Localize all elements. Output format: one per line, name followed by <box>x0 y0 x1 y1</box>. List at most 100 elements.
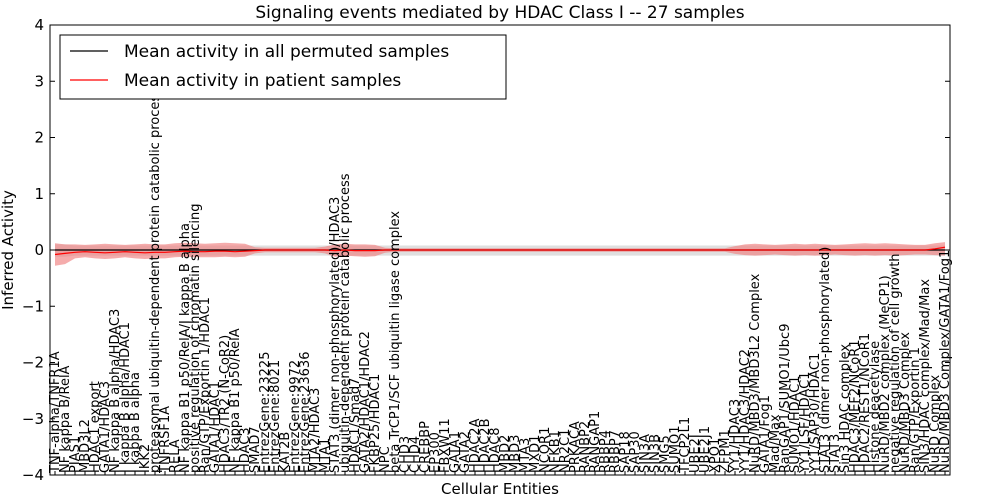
series-lines <box>54 246 946 256</box>
x-tick-label: PIAS1 <box>68 436 83 473</box>
x-tick-label: NF kappa B1 p50/RelA/I kappa B alpha <box>178 223 193 473</box>
x-tick-label: TNF-alpha/TNFR1A <box>48 351 63 474</box>
x-tick-label: STAT3 (dimer non-phosphorylated) <box>818 247 833 473</box>
legend: Mean activity in all permuted samples Me… <box>59 34 507 100</box>
x-tick-label: KAT2B <box>278 432 293 473</box>
y-axis-label: Inferred Activity <box>0 190 17 310</box>
y-tick-label: 0 <box>34 241 44 259</box>
x-tick-label: positive regulation of chromatin silenci… <box>188 203 203 473</box>
x-tick-label: MTA2/HDAC3 <box>308 388 323 473</box>
x-tick-label: NuRD/MBD3 Complex <box>898 332 913 473</box>
x-tick-label: GATA2/HDAC1/HDAC2 <box>358 331 373 473</box>
x-tick-label: SMG5 <box>658 435 673 473</box>
x-tick-label: UBE2J1 <box>698 426 713 473</box>
x-tick-label: PRKACA <box>568 421 583 473</box>
x-tick-label: EntrezGene:8021 <box>268 360 283 473</box>
line-patient <box>54 246 946 256</box>
x-tick-label: YY1/SAP30/HDAC1 <box>808 353 823 474</box>
x-tick-label: Histone deacetylase <box>868 341 883 473</box>
x-tick-label: MBD3L2 <box>78 419 93 473</box>
legend-box <box>59 34 507 100</box>
x-tick-label: HDAC2B <box>478 419 493 474</box>
x-tick-label: MTA3 <box>518 438 533 473</box>
x-tick-label: NuRD/MBD3/MBD3L2 Complex <box>748 273 763 473</box>
x-tick-label: EntrezGene:23225 <box>258 352 273 473</box>
x-tick-label: ubiquitin-dependent protein catabolic pr… <box>338 173 353 473</box>
x-tick-label: TNFRSF1A <box>158 406 173 474</box>
x-tick-label: NF kappa B/RelA <box>58 365 73 473</box>
x-tick-label: RELA <box>168 439 183 473</box>
x-tick-label: GATA1 <box>448 431 463 473</box>
x-tick-label: EntrezGene:23636 <box>298 352 313 473</box>
x-tick-label: GATA2 <box>458 431 473 473</box>
y-tick-label: 4 <box>34 16 44 34</box>
legend-label-permuted: Mean activity in all permuted samples <box>124 42 449 62</box>
x-tick-label: CREBBP <box>418 421 433 473</box>
x-tick-label: HDAC3/MEF2/NCoR1 <box>848 339 863 473</box>
plot-frame <box>49 24 951 476</box>
legend-label-patient: Mean activity in patient samples <box>124 71 401 91</box>
x-tick-label: NPC <box>378 446 393 473</box>
x-tick-label: HDAC1 export <box>88 381 103 473</box>
x-tick-label: SMAD7 <box>248 426 263 473</box>
x-tick-label: FKBP25/HDAC1 <box>368 374 383 473</box>
y-tick-label: 3 <box>34 72 44 90</box>
x-tick-label: SAP18 <box>618 431 633 473</box>
x-tick-label: I kappa B alpha <box>128 372 143 473</box>
x-tick-label: FBXW11 <box>438 418 453 473</box>
x-tick-label: RanGAP1/SUMO1/Ubc9 <box>778 324 793 473</box>
x-tick-label: HDAC3/TR2 (N-CoR2) <box>218 335 233 473</box>
x-tick-label: RANBP2 <box>578 421 593 473</box>
x-tick-label: Sin3 HDAC complex <box>838 344 853 473</box>
x-axis-label: Cellular Entities <box>441 480 559 498</box>
x-tick-label: HDAC3 <box>238 427 253 473</box>
x-tick-label: SIN3A <box>638 434 653 473</box>
x-tick-label: UBE2I <box>688 434 703 473</box>
x-tick-label: NCOR1 <box>538 427 553 473</box>
x-tick-label: XPO1 <box>708 438 723 473</box>
x-tick-label: MXD1 <box>528 435 543 473</box>
x-tick-label: HDAC2/REST1/NCoR1 <box>858 333 873 473</box>
x-tick-label: beta TrCP1/SCF ubiquitin ligase complex <box>388 211 403 473</box>
x-tick-label: Mad/Max <box>768 414 783 473</box>
x-tick-label: YY1/HDAC3 <box>728 399 743 474</box>
x-tick-label: STAT3 (dimer non-phosphorylated)/HDAC3 <box>328 197 343 473</box>
x-tick-label: RBBP7 <box>608 430 623 473</box>
band-patient <box>55 242 945 266</box>
x-tick-label: EntrezGene:9972 <box>288 360 303 473</box>
x-tick-label: Ran/GTP/Exportin 1/HDAC1 <box>198 297 213 473</box>
x-tick-label: ZFPM1 <box>718 429 733 473</box>
x-tick-label: RBBP4 <box>598 430 613 473</box>
x-tick-label: NFKB1 <box>548 430 563 473</box>
x-tick-label: proteasomal ubiquitin-dependent protein … <box>148 88 163 473</box>
x-tick-label: HDAC1/Smad7 <box>348 378 363 473</box>
x-tick-label: GATA1/HDAC3 <box>98 381 113 473</box>
x-tick-label: MBD2 <box>498 435 513 473</box>
x-tick-label: GATA1/Fog1 <box>758 395 773 473</box>
x-tick-label: TFCP2L1 <box>678 417 693 474</box>
x-tick-label: MBD3 <box>508 435 523 473</box>
x-tick-label: NF kappa B alpha/HDAC3 <box>108 309 123 473</box>
x-tick-label: EP300 <box>428 432 443 473</box>
x-tick-label: NuRD/MBD3 Complex/GATA1/Fog1 <box>938 250 953 473</box>
y-tick-label: 1 <box>34 185 44 203</box>
x-tick-label: Ran/GTP/Exportin 1 <box>908 347 923 473</box>
x-tick-label: STAT3 <box>828 434 843 473</box>
x-tick-label: YY1/LSF/HDAC1 <box>798 372 813 474</box>
x-tick-label: negative regulation of cell growth <box>888 253 903 473</box>
x-tick-label: GATA1/HDAC1 <box>208 381 223 473</box>
x-tick-label: I kappa B alpha/HDAC1 <box>118 322 133 473</box>
y-tick-label: −4 <box>22 466 44 484</box>
x-tick-label: HDAC8 <box>488 427 503 473</box>
x-tick-label: SIN3/HDAC complex/Mad/Max <box>918 279 933 473</box>
x-tick-label: HDAC2A <box>468 418 483 473</box>
chart-title: Signaling events mediated by HDAC Class … <box>255 3 744 23</box>
x-tick-label: IKK2 <box>138 444 153 473</box>
x-tick-label: SAP30 <box>628 431 643 473</box>
y-tick-label: 2 <box>34 129 44 147</box>
y-tick-label: −2 <box>22 354 44 372</box>
x-tick-label: MTA1 <box>318 438 333 473</box>
